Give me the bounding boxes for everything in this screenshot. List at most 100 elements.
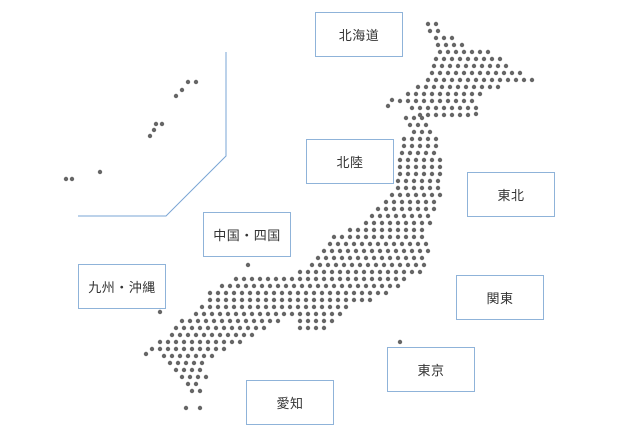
map-dot — [363, 227, 369, 233]
map-dot — [411, 227, 417, 233]
region-button-tohoku[interactable]: 東北 — [467, 172, 555, 217]
map-dot — [203, 318, 209, 324]
map-dot — [193, 381, 199, 387]
region-label-tohoku: 東北 — [497, 189, 525, 204]
map-dot — [437, 164, 443, 170]
map-dot — [329, 248, 335, 254]
map-dot — [183, 405, 189, 411]
map-dot — [177, 353, 183, 359]
map-dot — [429, 91, 435, 97]
map-dot — [417, 136, 423, 142]
map-dot — [329, 311, 335, 317]
map-dot — [201, 311, 207, 317]
map-dot — [433, 136, 439, 142]
map-dot — [385, 276, 391, 282]
map-dot — [223, 304, 229, 310]
map-dot — [461, 70, 467, 76]
map-dot — [255, 290, 261, 296]
map-dot — [343, 304, 349, 310]
map-dot — [343, 290, 349, 296]
map-dot — [353, 269, 359, 275]
map-dot — [279, 304, 285, 310]
map-dot — [413, 91, 419, 97]
region-button-hokuriku[interactable]: 北陸 — [306, 139, 394, 184]
map-dot — [441, 56, 447, 62]
map-dot — [433, 112, 439, 118]
map-dot — [415, 150, 421, 156]
map-dot — [215, 290, 221, 296]
map-dot — [271, 290, 277, 296]
region-button-kyushu-okinawa[interactable]: 九州・沖縄 — [78, 264, 166, 309]
map-dot — [415, 199, 421, 205]
map-dot — [299, 283, 305, 289]
map-dot — [379, 234, 385, 240]
map-dot — [201, 353, 207, 359]
map-dot — [287, 304, 293, 310]
map-dot — [69, 176, 75, 182]
map-dot — [197, 325, 203, 331]
map-dot — [421, 262, 427, 268]
map-dot — [411, 115, 417, 121]
map-dot — [455, 63, 461, 69]
map-dot — [433, 143, 439, 149]
map-dot — [185, 353, 191, 359]
map-dot — [227, 318, 233, 324]
map-dot — [421, 98, 427, 104]
map-dot — [399, 199, 405, 205]
map-dot — [291, 283, 297, 289]
map-dot — [375, 290, 381, 296]
map-dot — [401, 248, 407, 254]
map-dot — [311, 290, 317, 296]
map-dot — [403, 178, 409, 184]
map-dot — [249, 332, 255, 338]
map-dot — [263, 290, 269, 296]
map-dot — [185, 381, 191, 387]
map-dot — [439, 84, 445, 90]
map-dot — [341, 262, 347, 268]
map-dot — [447, 84, 453, 90]
map-dot — [315, 283, 321, 289]
map-dot — [423, 241, 429, 247]
map-dot — [233, 332, 239, 338]
region-button-hokkaido[interactable]: 北海道 — [315, 12, 403, 57]
region-button-chugoku-shikoku[interactable]: 中国・四国 — [203, 212, 291, 257]
map-dot — [485, 70, 491, 76]
map-dot — [245, 262, 251, 268]
map-dot — [529, 77, 535, 83]
map-dot — [263, 297, 269, 303]
map-dot — [197, 339, 203, 345]
map-dot — [501, 70, 507, 76]
map-dot — [479, 84, 485, 90]
map-dot — [431, 150, 437, 156]
map-dot — [197, 346, 203, 352]
map-dot — [183, 360, 189, 366]
map-dot — [433, 56, 439, 62]
map-dot — [339, 283, 345, 289]
map-dot — [199, 360, 205, 366]
region-button-kanto[interactable]: 関東 — [456, 275, 544, 320]
map-dot — [343, 297, 349, 303]
map-dot — [321, 311, 327, 317]
map-dot — [431, 63, 437, 69]
map-dot — [449, 56, 455, 62]
map-dot — [355, 234, 361, 240]
map-dot — [239, 290, 245, 296]
map-dot — [513, 77, 519, 83]
map-dot — [231, 304, 237, 310]
map-dot — [449, 35, 455, 41]
region-button-aichi[interactable]: 愛知 — [246, 380, 334, 425]
map-dot — [351, 241, 357, 247]
map-dot — [415, 206, 421, 212]
map-dot — [421, 171, 427, 177]
map-dot — [329, 269, 335, 275]
map-dot — [367, 297, 373, 303]
map-dot — [413, 192, 419, 198]
map-dot — [321, 269, 327, 275]
map-dot — [435, 178, 441, 184]
map-dot — [469, 91, 475, 97]
map-dot — [193, 332, 199, 338]
map-dot — [361, 276, 367, 282]
map-dot — [393, 269, 399, 275]
map-dot — [385, 103, 391, 109]
region-button-tokyo[interactable]: 東京 — [387, 347, 475, 392]
